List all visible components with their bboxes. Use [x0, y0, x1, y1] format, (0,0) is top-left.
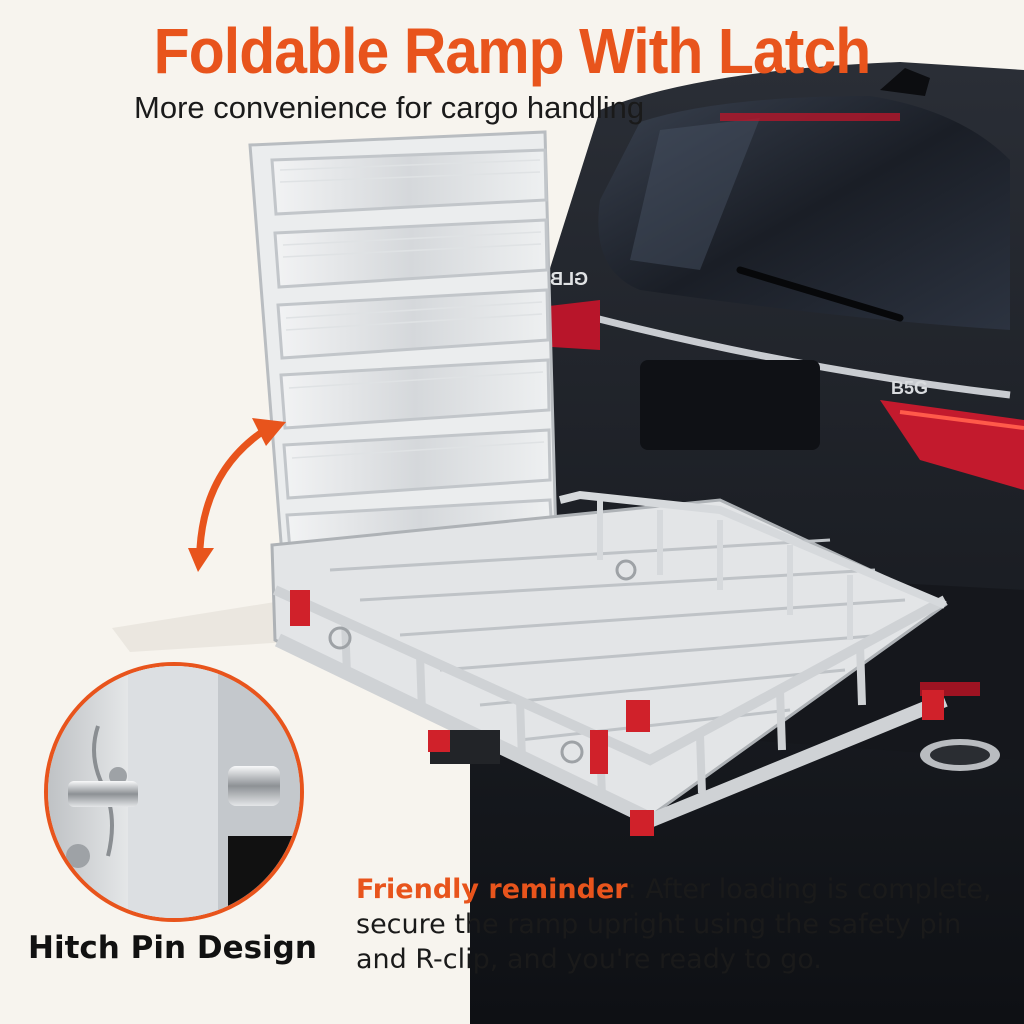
hitch-pin-caption: Hitch Pin Design [28, 930, 317, 966]
reminder-separator: : [627, 874, 637, 905]
mirrored-badge: GLB [550, 269, 588, 289]
page-headline: Foldable Ramp With Latch [153, 15, 872, 87]
hitch-pin-closeup [48, 666, 300, 918]
reminder-body: After loading is complete, secure the ra… [356, 874, 992, 975]
friendly-reminder: Friendly reminder: After loading is comp… [356, 872, 1016, 977]
reminder-label: Friendly reminder [356, 874, 628, 905]
curved-double-arrow-icon [188, 418, 286, 572]
hitch-pin-detail-inset [44, 662, 304, 922]
rear-badge: B5G [891, 378, 928, 398]
page-subheadline: More convenience for cargo handling [134, 90, 645, 125]
